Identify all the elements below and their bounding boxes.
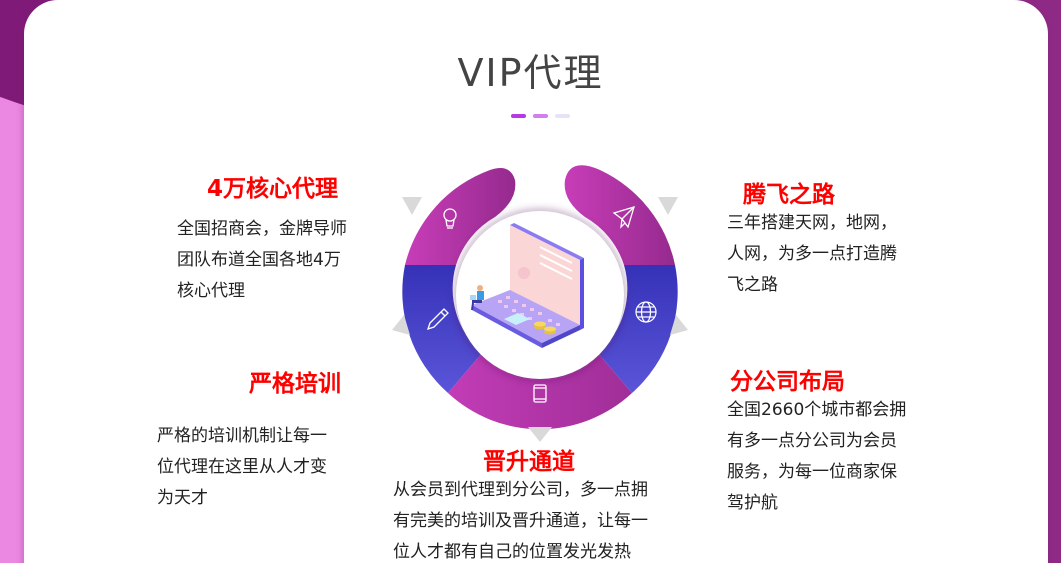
- tablet-icon: [533, 384, 547, 403]
- divider-dash-3: [555, 114, 570, 118]
- feature-description: 全国2660个城市都会拥 有多一点分公司为会员 服务，为每一位商家保 驾护航: [727, 400, 907, 513]
- feature-heading: 严格培训: [249, 371, 341, 397]
- feature-description: 从会员到代理到分公司，多一点拥 有完美的培训及晋升通道，让每一 位人才都有自己的…: [393, 480, 648, 562]
- feature-branch-layout: 分公司布局 全国2660个城市都会拥 有多一点分公司为会员 服务，为每一位商家保…: [727, 367, 952, 519]
- ring-segment-bottom: [448, 353, 632, 430]
- feature-description: 三年搭建天网，地网， 人网，为多一点打造腾 飞之路: [727, 213, 897, 295]
- lightbulb-icon: [443, 208, 457, 229]
- divider-dash-1: [511, 114, 526, 118]
- feature-strict-training: 严格培训 严格的培训机制让每一 位代理在这里从人才变 为天才: [157, 369, 372, 514]
- paper-plane-icon: [612, 206, 635, 229]
- feature-promotion-path: 晋升通道 从会员到代理到分公司，多一点拥 有完美的培训及晋升通道，让每一 位人才…: [393, 447, 713, 563]
- laptop-illustration: [470, 223, 584, 348]
- feature-heading: 分公司布局: [730, 369, 845, 395]
- feature-core-agents: 4万核心代理 全国招商会，金牌导师 团队布道全国各地4万 核心代理: [177, 174, 387, 307]
- feature-heading: 腾飞之路: [743, 182, 835, 208]
- ring-diagram: [390, 155, 690, 445]
- title-divider: [511, 114, 570, 118]
- ring-segment-right: [598, 265, 678, 393]
- feature-heading: 晋升通道: [483, 449, 575, 475]
- divider-dash-2: [533, 114, 548, 118]
- ring-segment-top-right: [564, 165, 675, 265]
- triangle-marker-left: [392, 315, 410, 335]
- triangle-marker-bottom: [528, 427, 552, 442]
- feature-soaring-road: 腾飞之路 三年搭建天网，地网， 人网，为多一点打造腾 飞之路: [727, 180, 947, 301]
- globe-icon: [635, 301, 657, 323]
- pencil-icon: [426, 308, 449, 331]
- page-title: VIP代理: [457, 51, 604, 95]
- feature-heading: 4万核心代理: [207, 176, 339, 202]
- triangle-marker-top-right: [658, 197, 678, 215]
- ring-segment-top-left: [405, 167, 516, 265]
- feature-description: 严格的培训机制让每一 位代理在这里从人才变 为天才: [157, 426, 327, 508]
- triangle-marker-top-left: [402, 197, 422, 215]
- triangle-marker-right: [670, 315, 688, 335]
- feature-description: 全国招商会，金牌导师 团队布道全国各地4万 核心代理: [177, 219, 347, 301]
- ring-segment-left: [402, 265, 482, 393]
